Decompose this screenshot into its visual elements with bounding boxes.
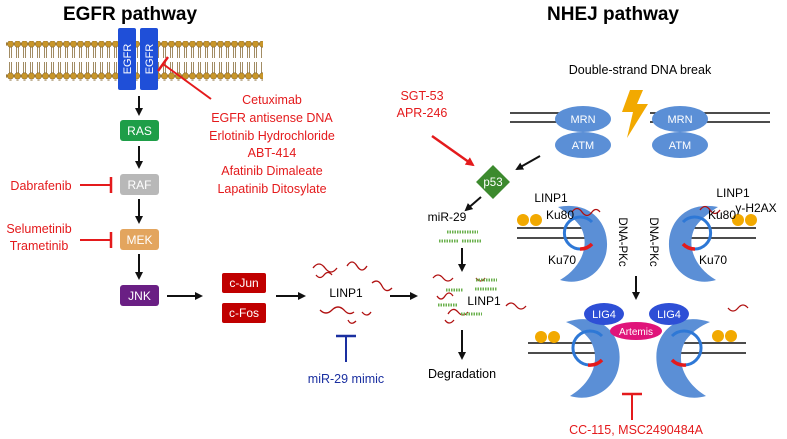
ras-box	[120, 120, 159, 141]
mek-label: MEK	[126, 233, 152, 247]
jnk-label: JNK	[128, 289, 151, 303]
nhej-inhibitors-label: CC-115, MSC2490484A	[569, 423, 704, 437]
ligation-complex-dna	[528, 342, 746, 354]
egfr-inhibitor-list: Cetuximab EGFR antisense DNA Erlotinib H…	[209, 93, 335, 196]
nhej-inhibition-bar	[622, 392, 642, 420]
atm-left-label: ATM	[572, 140, 594, 152]
ku70-left-label: Ku70	[548, 253, 576, 267]
mir29-strands	[439, 230, 482, 243]
mek-box	[120, 229, 159, 250]
raf-box	[120, 174, 159, 195]
ku80-left-label: Ku80	[546, 208, 574, 222]
dnapkc-left-lower-shape	[566, 319, 620, 398]
linp1-center-label: LINP1	[329, 286, 363, 300]
jnk-box	[120, 285, 159, 306]
egfr-inhibition-bar	[156, 56, 212, 100]
mrn-left	[555, 106, 611, 132]
atm-right	[652, 132, 708, 158]
mrn-atm-right: MRN ATM	[652, 106, 708, 158]
atm-left	[555, 132, 611, 158]
cjun-label: c-Jun	[229, 276, 258, 290]
inhibitor-afatinib: Afatinib Dimaleate	[221, 164, 322, 178]
dnapkc-right-label: DNA-PKc	[647, 217, 659, 266]
linp1-complex-label: LINP1	[467, 294, 501, 308]
artemis-ellipse	[610, 322, 662, 340]
lig4-left-label: LIG4	[592, 309, 616, 321]
lig4-right-label: LIG4	[657, 309, 681, 321]
nhej-pathway-title: NHEJ pathway	[547, 4, 679, 25]
atm-right-label: ATM	[669, 140, 691, 152]
atm-to-p53-arrow	[515, 155, 541, 170]
mir29-label: miR-29	[428, 210, 467, 224]
linp1-rna-cluster	[312, 261, 393, 324]
ku70-right-ring	[681, 242, 696, 251]
linp1-nhej-left-label: LINP1	[534, 191, 568, 205]
mrn-atm-left: MRN ATM	[555, 106, 611, 158]
linp1-mir29-complex	[432, 274, 497, 324]
linp1-rna-nhej	[571, 205, 721, 217]
raf-inhibition-bar	[80, 177, 113, 193]
yellow-dots-right-bottom	[712, 330, 737, 342]
ku-complex-dna	[517, 227, 756, 239]
cfos-box	[222, 303, 266, 323]
mimic-inhibition-bar	[336, 334, 356, 362]
egfr-receptor-left	[118, 28, 136, 90]
egfr-pathway-title: EGFR pathway	[63, 4, 198, 25]
inhibitor-erlotinib: Erlotinib Hydrochloride	[209, 129, 335, 143]
cfos-label: c-Fos	[229, 306, 259, 320]
degradation-label: Degradation	[428, 367, 496, 381]
dnapkc-right-lower-shape	[656, 319, 710, 398]
p53-activator-apr246: APR-246	[397, 106, 448, 120]
activator-to-p53-arrow	[431, 134, 475, 167]
mrn-left-label: MRN	[570, 114, 595, 126]
mrn-right-label: MRN	[667, 114, 692, 126]
mir29-mimic-label: miR-29 mimic	[308, 372, 384, 386]
ras-label: RAS	[127, 124, 152, 138]
lig4-right	[649, 303, 689, 325]
artemis-label: Artemis	[619, 327, 653, 338]
p53-activator-sgt53: SGT-53	[400, 89, 443, 103]
linp1-rna-ligation	[505, 302, 749, 312]
p53-to-mir29-arrow	[464, 196, 482, 212]
inhibitor-egfr-antisense: EGFR antisense DNA	[211, 111, 333, 125]
cjun-box	[222, 273, 266, 293]
raf-inhibitor-label: Dabrafenib	[10, 179, 71, 193]
linp1-nhej-right-label: LINP1	[716, 186, 750, 200]
raf-label: RAF	[128, 178, 152, 192]
signaling-cascade: RAS RAF MEK JNK	[120, 96, 159, 306]
egfr-receptor-right	[140, 28, 158, 90]
yellow-dots-left-bottom	[535, 331, 560, 343]
dnapkc-left-shape	[558, 205, 608, 282]
dnapkc-right-shape	[668, 205, 718, 282]
mek-inhibitor-trametinib: Trametinib	[10, 239, 69, 253]
dsb-label: Double-strand DNA break	[569, 63, 712, 77]
ku-left-lower-red	[587, 358, 604, 367]
dnapkc-left-label: DNA-PKc	[616, 217, 628, 266]
mek-inhibition-bar	[80, 232, 113, 248]
inhibitor-cetuximab: Cetuximab	[242, 93, 302, 107]
p53-diamond	[476, 165, 510, 199]
egfr-receptor-right-label: EGFR	[144, 44, 156, 75]
inhibitor-abt414: ABT-414	[248, 146, 297, 160]
lightning-bolt-icon	[622, 90, 648, 138]
ku-right-lower-red	[670, 358, 687, 367]
lig4-left	[584, 303, 624, 325]
yellow-dots-right-top	[732, 214, 757, 226]
ku70-left-ring	[579, 242, 594, 251]
p53-label: p53	[483, 177, 502, 189]
inhibitor-lapatinib: Lapatinib Ditosylate	[217, 182, 326, 196]
egfr-receptor-pair: EGFR EGFR	[118, 28, 158, 90]
mek-inhibitor-selumetinib: Selumetinib	[6, 222, 71, 236]
mrn-right	[652, 106, 708, 132]
ku80-right-label: Ku80	[708, 208, 736, 222]
yellow-dots-left-top	[517, 214, 542, 226]
ku70-right-label: Ku70	[699, 253, 727, 267]
gamma-h2ax-label: γ-H2AX	[735, 201, 776, 215]
egfr-receptor-left-label: EGFR	[122, 44, 134, 75]
